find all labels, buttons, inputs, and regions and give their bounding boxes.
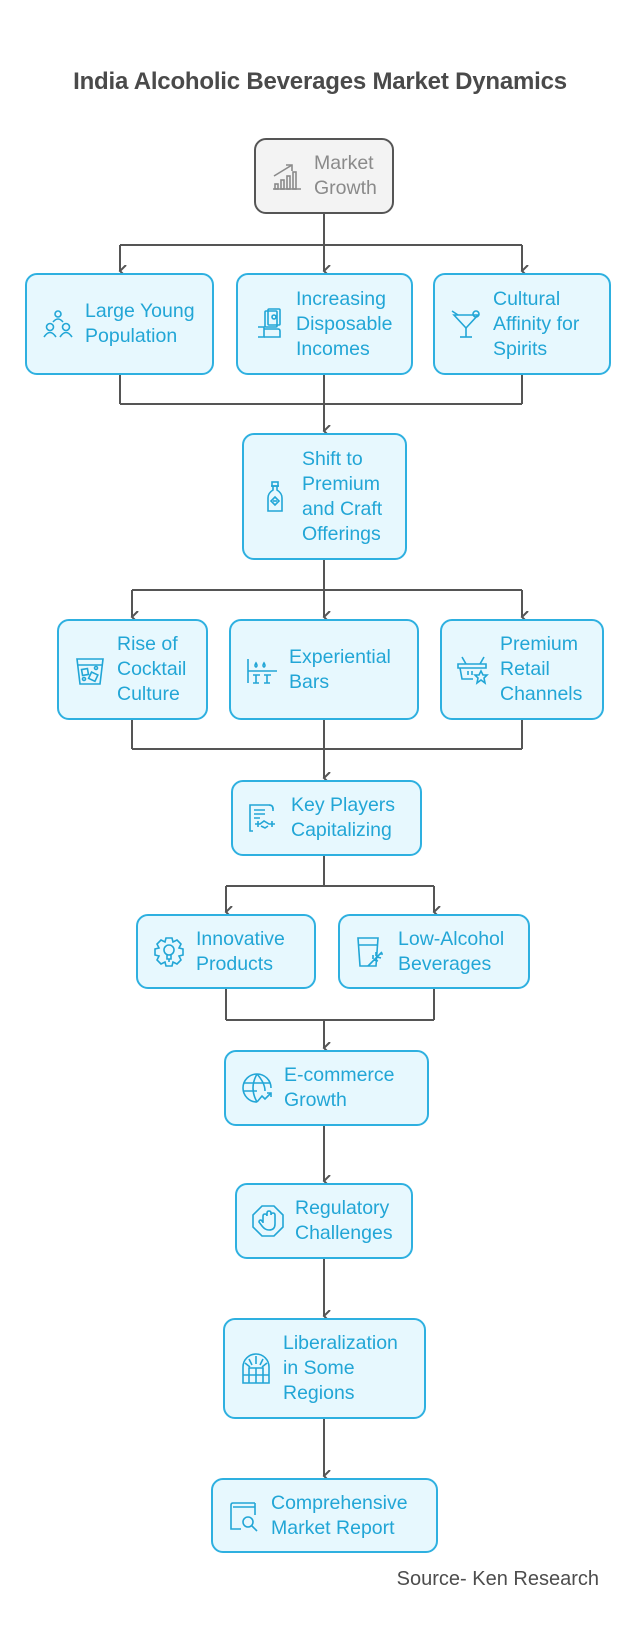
node-premium-retail: Premium Retail Channels: [440, 619, 604, 720]
connector-shift-split: [132, 560, 522, 591]
diagram-title: India Alcoholic Beverages Market Dynamic…: [73, 68, 567, 95]
globe-trend-icon: [240, 1071, 274, 1105]
connector-root-split: [120, 214, 522, 246]
node-label: Large Young Population: [85, 300, 195, 347]
node-ecommerce: E-commerce Growth: [224, 1050, 429, 1126]
node-label: Regulatory Challenges: [295, 1197, 393, 1244]
node-liberalization: Liberalization in Some Regions: [223, 1318, 426, 1419]
cocktail-glass-icon: [449, 307, 483, 341]
node-label: Low-Alcohol Beverages: [398, 927, 505, 975]
connector-key-split: [226, 856, 434, 887]
hand-money-icon: [252, 307, 286, 341]
node-label: E-commerce Growth: [284, 1064, 395, 1111]
node-label: Rise of Cocktail Culture: [117, 633, 187, 705]
node-regulatory: Regulatory Challenges: [235, 1183, 413, 1259]
basket-star-icon: [456, 653, 490, 687]
node-market-growth: Market Growth: [254, 138, 394, 214]
connector-row2-merge: [131, 720, 523, 750]
report-search-icon: [227, 1499, 261, 1533]
connector-row3-merge: [225, 989, 435, 1021]
node-label: Experiential Bars: [289, 645, 391, 693]
node-label: Premium Retail Channels: [500, 633, 583, 705]
node-innovative-products: Innovative Products: [136, 914, 316, 989]
contract-handshake-icon: [247, 801, 281, 835]
node-key-players: Key Players Capitalizing: [231, 780, 422, 856]
node-label: Cultural Affinity for Spirits: [493, 287, 580, 360]
node-low-alcohol: Low-Alcohol Beverages: [338, 914, 530, 989]
node-label: Market Growth: [314, 152, 377, 199]
node-label: Shift to Premium and Craft Offerings: [302, 447, 383, 545]
bottle-icon: [258, 480, 292, 514]
node-label: Increasing Disposable Incomes: [296, 287, 393, 360]
node-label: Key Players Capitalizing: [291, 794, 396, 841]
glass-herb-icon: [354, 935, 388, 969]
bar-counter-icon: [245, 653, 279, 687]
stop-hand-icon: [251, 1204, 285, 1238]
node-increasing-disposable-incomes: Increasing Disposable Incomes: [236, 273, 413, 375]
people-group-icon: [41, 307, 75, 341]
node-report: Comprehensive Market Report: [211, 1478, 438, 1553]
source-caption: Source- Ken Research: [396, 1568, 599, 1590]
node-label: Comprehensive Market Report: [271, 1491, 408, 1539]
chart-growth-icon: [270, 159, 304, 193]
node-label: Innovative Products: [196, 927, 285, 975]
node-label: Liberalization in Some Regions: [283, 1332, 398, 1404]
connector-row1-merge: [119, 375, 523, 405]
open-door-icon: [239, 1352, 273, 1386]
node-experiential-bars: Experiential Bars: [229, 619, 419, 720]
node-cultural-affinity: Cultural Affinity for Spirits: [433, 273, 611, 375]
node-shift-premium: Shift to Premium and Craft Offerings: [242, 433, 407, 560]
node-rise-cocktail: Rise of Cocktail Culture: [57, 619, 208, 720]
ice-glass-icon: [73, 653, 107, 687]
gear-bulb-icon: [152, 935, 186, 969]
node-large-young-population: Large Young Population: [25, 273, 214, 375]
